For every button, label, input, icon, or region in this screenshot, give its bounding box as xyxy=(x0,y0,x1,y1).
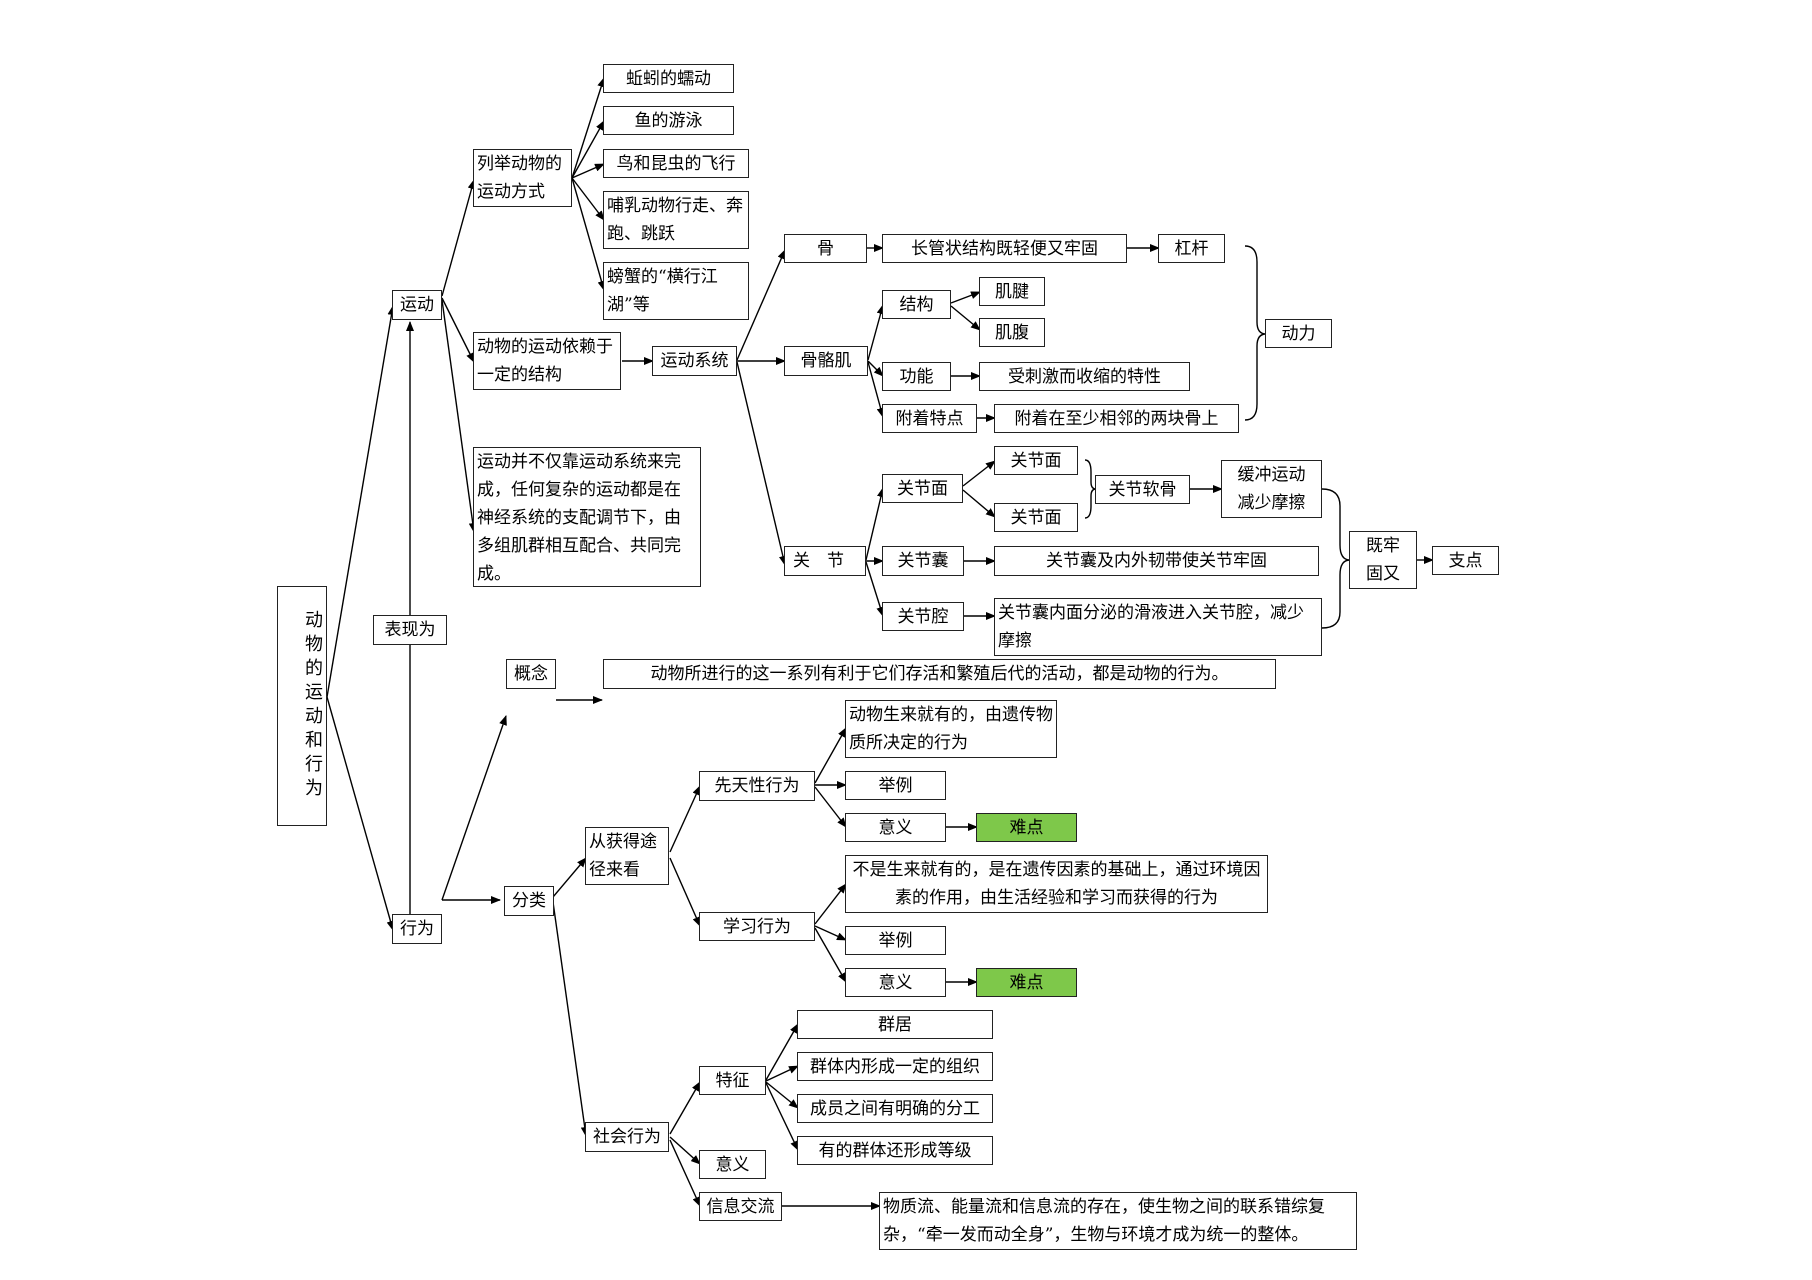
feature-item: 有的群体还形成等级 xyxy=(797,1136,993,1165)
learned-hard-badge: 难点 xyxy=(976,968,1077,997)
learned-example: 举例 xyxy=(845,926,946,955)
node-joint: 关 节 xyxy=(784,546,866,576)
function-desc: 受刺激而收缩的特性 xyxy=(979,362,1190,391)
feature-item: 成员之间有明确的分工 xyxy=(797,1094,993,1123)
lever-node: 杠杆 xyxy=(1158,234,1225,263)
tendon-node: 肌腱 xyxy=(979,277,1045,306)
node-muscle: 骨骼肌 xyxy=(784,346,868,376)
mode-item: 蚯蚓的蠕动 xyxy=(603,64,734,93)
node-sport: 运动 xyxy=(392,290,442,320)
fulcrum-node: 支点 xyxy=(1432,546,1499,575)
learned-node: 学习行为 xyxy=(699,912,815,941)
buffer-node: 缓冲运动减少摩擦 xyxy=(1221,460,1322,518)
surface-b: 关节面 xyxy=(994,503,1078,532)
mode-item: 哺乳动物行走、奔跑、跳跃 xyxy=(603,191,749,249)
info-desc: 物质流、能量流和信息流的存在，使生物之间的联系错综复杂，“牵一发而动全身”，生物… xyxy=(879,1192,1357,1250)
joint-surface: 关节面 xyxy=(882,474,963,503)
feature-node: 特征 xyxy=(699,1066,766,1095)
stable-node: 既牢固又灵活 xyxy=(1349,531,1417,589)
root-topic: 动物的运动和行为 xyxy=(277,586,327,826)
capsule-desc: 关节囊及内外韧带使关节牢固 xyxy=(994,546,1319,576)
innate-node: 先天性行为 xyxy=(699,771,815,801)
joint-cavity: 关节腔 xyxy=(882,602,964,631)
muscle-structure: 结构 xyxy=(882,290,951,319)
concept-desc: 动物所进行的这一系列有利于它们存活和繁殖后代的活动，都是动物的行为。 xyxy=(603,659,1276,689)
cavity-desc: 关节囊内面分泌的滑液进入关节腔，减少摩擦 xyxy=(994,598,1322,656)
muscle-function: 功能 xyxy=(882,362,951,391)
social-node: 社会行为 xyxy=(585,1122,669,1152)
social-meaning: 意义 xyxy=(699,1150,766,1179)
node-motor-system: 运动系统 xyxy=(652,346,737,376)
node-behavior: 行为 xyxy=(392,914,442,944)
joint-capsule: 关节囊 xyxy=(882,546,964,576)
node-bone: 骨 xyxy=(784,234,867,263)
innate-desc: 动物生来就有的，由遗传物质所决定的行为 xyxy=(845,700,1057,758)
mode-item: 鱼的游泳 xyxy=(603,106,734,135)
cartilage-node: 关节软骨 xyxy=(1095,475,1190,504)
innate-hard-badge: 难点 xyxy=(976,813,1077,842)
feature-item: 群居 xyxy=(797,1010,993,1039)
node-structure: 动物的运动依赖于一定的结构 xyxy=(473,332,621,390)
info-node: 信息交流 xyxy=(699,1192,782,1221)
bone-feature: 长管状结构既轻便又牢固 xyxy=(882,234,1127,263)
feature-item: 群体内形成一定的组织 xyxy=(797,1052,993,1081)
innate-example: 举例 xyxy=(845,771,946,800)
concept-node: 概念 xyxy=(506,659,556,689)
expression-label: 表现为 xyxy=(373,615,447,645)
surface-a: 关节面 xyxy=(994,446,1078,475)
belly-node: 肌腹 xyxy=(979,318,1045,347)
attach-desc: 附着在至少相邻的两块骨上 xyxy=(994,404,1239,433)
source-node: 从获得途径来看 xyxy=(585,827,669,885)
mode-item: 鸟和昆虫的飞行 xyxy=(603,149,749,178)
motion-note: 运动并不仅靠运动系统来完成，任何复杂的运动都是在神经系统的支配调节下，由多组肌群… xyxy=(473,447,701,587)
classify-node: 分类 xyxy=(504,886,554,916)
learned-desc: 不是生来就有的，是在遗传因素的基础上，通过环境因素的作用，由生活经验和学习而获得… xyxy=(845,855,1268,913)
muscle-attach: 附着特点 xyxy=(882,404,977,433)
innate-meaning: 意义 xyxy=(845,813,946,842)
mode-item: 螃蟹的“横行江湖”等 xyxy=(603,262,749,320)
power-node: 动力 xyxy=(1265,319,1332,348)
learned-meaning: 意义 xyxy=(845,968,946,997)
node-sport-list: 列举动物的运动方式 xyxy=(473,149,572,207)
